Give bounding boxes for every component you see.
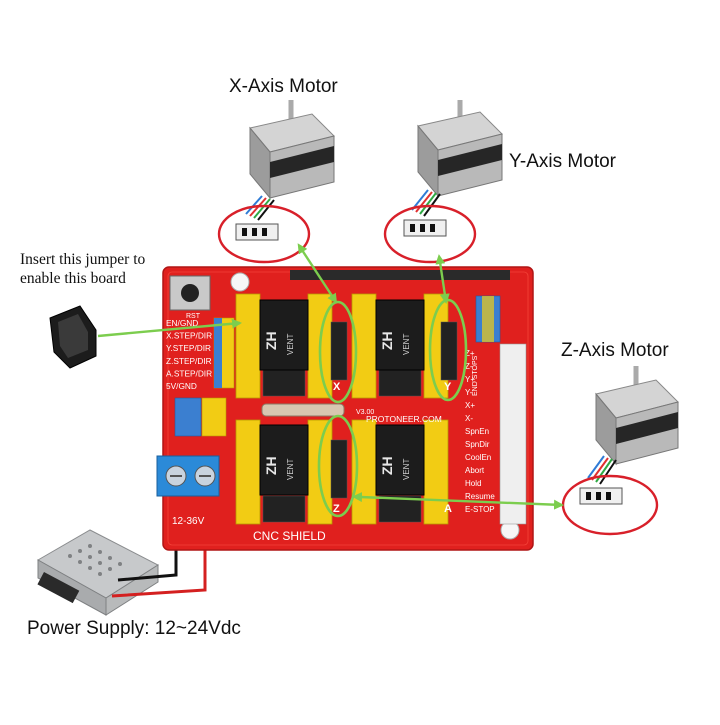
x-connector-callout xyxy=(217,204,311,264)
z-driver-highlight xyxy=(317,414,359,518)
driver-brand: ZH xyxy=(263,331,279,350)
y-axis-motor xyxy=(403,100,503,237)
left-pin-label: X.STEP/DIR xyxy=(166,331,212,341)
left-pin-label: EN/GND xyxy=(166,318,198,328)
right-pin-label: Y+ xyxy=(465,375,475,384)
power-in-label: 12-36V xyxy=(172,516,205,527)
board-site: PROTONEER.COM xyxy=(366,414,442,424)
left-pin-label: 5V/GND xyxy=(166,381,197,391)
right-pin-label: Abort xyxy=(465,466,485,475)
jumper-note-label: Insert this jumper to enable this board xyxy=(20,251,146,287)
z-connector-callout xyxy=(561,474,659,536)
driver-sub: VENT xyxy=(402,334,411,355)
driver-sub: VENT xyxy=(286,459,295,480)
right-pin-label: X+ xyxy=(465,401,475,410)
y-axis-motor-label: Y-Axis Motor xyxy=(509,151,616,172)
power-supply xyxy=(36,529,160,616)
right-pin-label: CoolEn xyxy=(465,453,491,462)
left-pin-label: Y.STEP/DIR xyxy=(166,343,211,353)
driver-brand: ZH xyxy=(379,456,395,475)
jumper-cap xyxy=(49,305,97,369)
left-pin-label: A.STEP/DIR xyxy=(166,368,212,378)
right-pin-label: Z- xyxy=(465,362,473,371)
right-pin-label: SpnDir xyxy=(465,440,490,449)
left-pin-label: Z.STEP/DIR xyxy=(166,356,212,366)
callout-circles xyxy=(217,204,659,536)
left-pin-header xyxy=(213,317,235,389)
right-pin-label: SpnEn xyxy=(465,427,489,436)
right-pin-label: E-STOP xyxy=(465,505,495,514)
axis-letter-y: Y xyxy=(444,381,452,393)
x-axis-motor xyxy=(235,100,335,241)
right-pin-label: Hold xyxy=(465,479,481,488)
right-pin-label: Z+ xyxy=(465,349,475,358)
x-axis-motor-label: X-Axis Motor xyxy=(229,76,338,97)
reset-label: RST xyxy=(186,313,201,320)
microstep-jumpers xyxy=(174,397,227,437)
axis-letter-a: A xyxy=(444,503,452,515)
axis-letter-x: X xyxy=(333,381,341,393)
driver-sub: VENT xyxy=(402,459,411,480)
driver-sub: VENT xyxy=(286,334,295,355)
y-connector-callout xyxy=(383,204,477,264)
z-axis-motor xyxy=(579,366,679,505)
power-supply-label: Power Supply: 12~24Vdc xyxy=(27,618,241,639)
board-name: CNC SHIELD xyxy=(253,529,326,543)
connection-arrows xyxy=(97,243,564,510)
stepper-driver: ZH ZH ZH ZH VENT VENT VENT VENT xyxy=(259,299,425,496)
right-pin-label: X- xyxy=(465,414,473,423)
board-version: V3.00 xyxy=(356,409,374,416)
screw-terminal xyxy=(156,455,220,497)
z-axis-motor-label: Z-Axis Motor xyxy=(561,340,669,361)
axis-letter-z: Z xyxy=(333,503,340,515)
right-pin-label: Resume xyxy=(465,492,495,501)
end-stops-label: END STOPS xyxy=(472,355,479,396)
driver-brand: ZH xyxy=(263,456,279,475)
driver-brand: ZH xyxy=(379,331,395,350)
x-driver-highlight xyxy=(318,300,358,404)
right-pin-label: Y- xyxy=(465,388,473,397)
